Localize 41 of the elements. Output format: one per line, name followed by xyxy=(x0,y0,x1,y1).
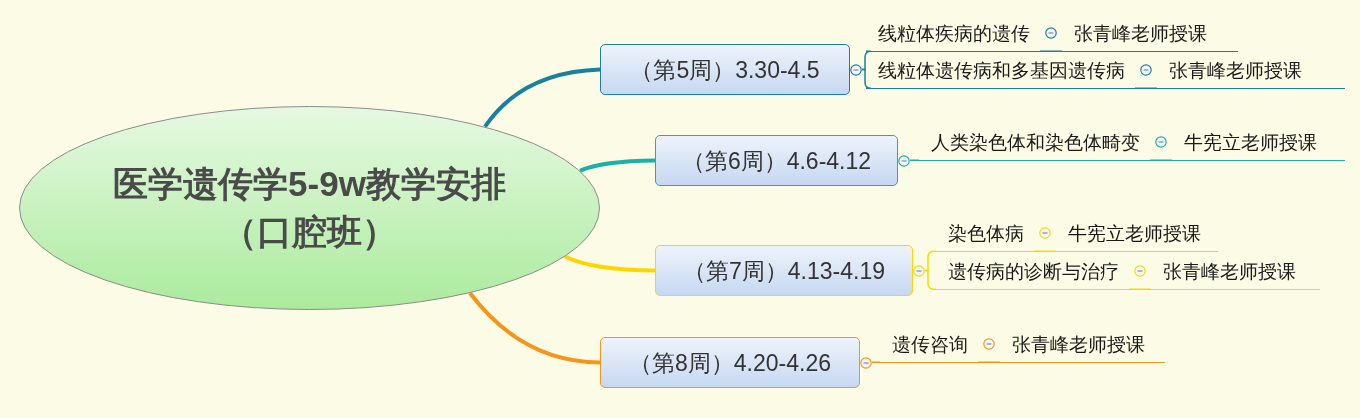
topic-text: 人类染色体和染色体畸变 xyxy=(931,131,1140,155)
connector-line xyxy=(1134,87,1158,89)
week-label: （第6周）4.6-4.12 xyxy=(681,146,872,175)
central-ellipse xyxy=(19,106,600,310)
topic-text: 线粒体遗传病和多基因遗传病 xyxy=(878,59,1125,83)
connector-line xyxy=(861,68,872,89)
underlined-topic xyxy=(1062,22,1238,52)
topic-text: 张青峰老师授课 xyxy=(1163,260,1296,284)
underlined-topic xyxy=(1000,333,1165,363)
connector-line xyxy=(1149,159,1173,161)
week-label: （第7周）4.13-4.19 xyxy=(683,256,885,285)
underlined-topic xyxy=(880,333,978,363)
underlined-topic xyxy=(1151,260,1320,290)
underlined-topic xyxy=(936,260,1129,290)
topic-text: 遗传病的诊断与治疗 xyxy=(948,260,1119,284)
branch-curve xyxy=(579,158,656,173)
connector-line xyxy=(924,250,937,272)
branch-curve xyxy=(468,291,601,365)
connector-line xyxy=(1033,250,1057,252)
connector-line xyxy=(977,361,1001,363)
topic-text: 张青峰老师授课 xyxy=(1074,22,1207,46)
connector-line xyxy=(1128,288,1152,290)
week-label: （第5周）3.30-4.5 xyxy=(630,55,820,84)
branch-curve xyxy=(564,254,656,273)
underlined-topic xyxy=(1056,222,1218,252)
connector-line xyxy=(1039,50,1063,52)
underlined-topic xyxy=(936,222,1034,252)
topic-text: 张青峰老师授课 xyxy=(1012,333,1145,357)
topic-text: 遗传咨询 xyxy=(892,333,968,357)
topic-text: 牛宪立老师授课 xyxy=(1184,131,1317,155)
central-title: 医学遗传学5-9w教学安排（口腔班） xyxy=(112,163,507,253)
branch-curve xyxy=(483,67,601,128)
underlined-topic xyxy=(1172,131,1345,161)
connector-line xyxy=(924,269,937,290)
underlined-topic xyxy=(1157,59,1345,89)
week-label: （第8周）4.20-4.26 xyxy=(629,348,831,377)
topic-text: 张青峰老师授课 xyxy=(1169,59,1302,83)
underlined-topic xyxy=(919,131,1150,161)
topic-text: 染色体病 xyxy=(948,222,1024,246)
topic-text: 线粒体疾病的遗传 xyxy=(878,22,1030,46)
topic-text: 牛宪立老师授课 xyxy=(1068,222,1201,246)
